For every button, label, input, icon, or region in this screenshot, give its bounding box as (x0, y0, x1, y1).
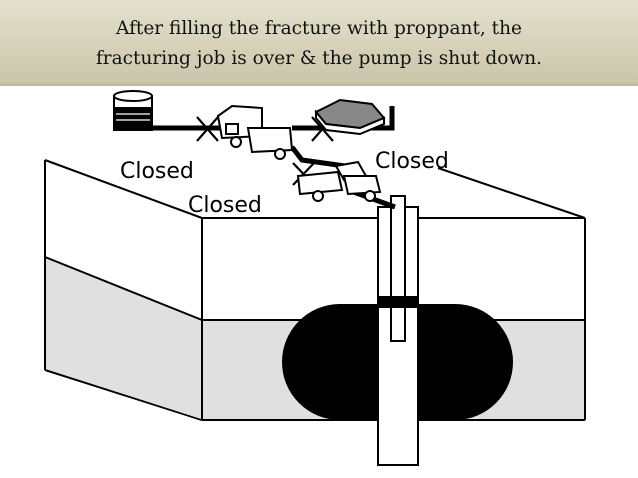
caption-line-2: fracturing job is over & the pump is shu… (95, 48, 543, 69)
wellbore (377, 195, 419, 466)
label-closed-right: Closed (375, 149, 449, 174)
fluid-tank-icon (113, 90, 153, 131)
formation-boundary-side (44, 256, 203, 321)
caption-line-1: After filling the fracture with proppant… (116, 18, 522, 39)
label-closed-left: Closed (120, 159, 194, 184)
formation-layer-side (46, 258, 201, 419)
proppant-hopper-icon (314, 98, 386, 136)
blender-truck-icon (216, 104, 294, 160)
pump-truck-icon (296, 160, 382, 202)
label-closed-middle: Closed (188, 193, 262, 218)
title-banner: After filling the fracture with proppant… (0, 0, 638, 86)
fracturing-diagram: Closed Closed Closed (44, 90, 586, 466)
